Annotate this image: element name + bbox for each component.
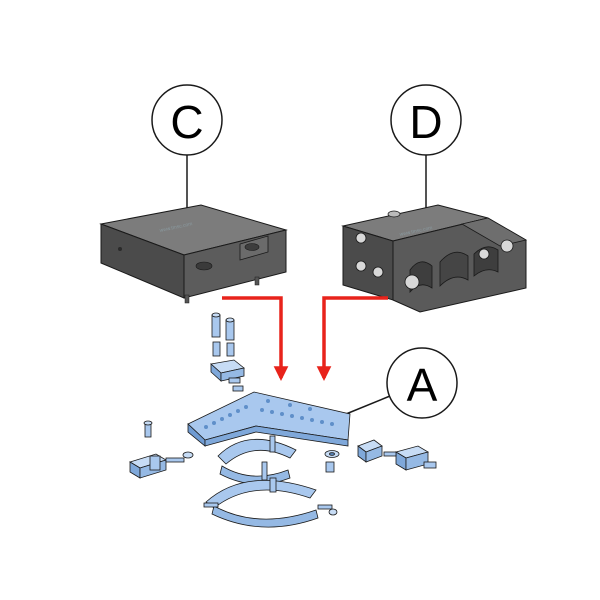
callout-a-leader xyxy=(345,395,391,415)
assembly-arrows xyxy=(222,296,388,381)
part-c-block: www.tmsc.com xyxy=(99,204,288,304)
pin-1 xyxy=(211,314,221,338)
part-a-kit xyxy=(129,312,437,528)
callout-a: A xyxy=(345,347,458,419)
callout-a-circle xyxy=(386,347,458,419)
arrow-c-to-a xyxy=(222,296,289,381)
callout-d-circle xyxy=(390,84,462,156)
callout-a-label: A xyxy=(407,359,438,411)
ring-lower xyxy=(205,480,317,509)
callout-d: D xyxy=(390,84,462,212)
callout-c-circle xyxy=(151,84,223,156)
arrow-d-to-a xyxy=(316,296,388,381)
callout-c: C xyxy=(151,84,223,218)
ring-upper xyxy=(217,439,297,465)
callout-c-label: C xyxy=(170,96,203,148)
pin-2 xyxy=(225,319,235,341)
callout-d-label: D xyxy=(409,96,442,148)
part-d-block: www.tmsc.com xyxy=(341,204,528,313)
